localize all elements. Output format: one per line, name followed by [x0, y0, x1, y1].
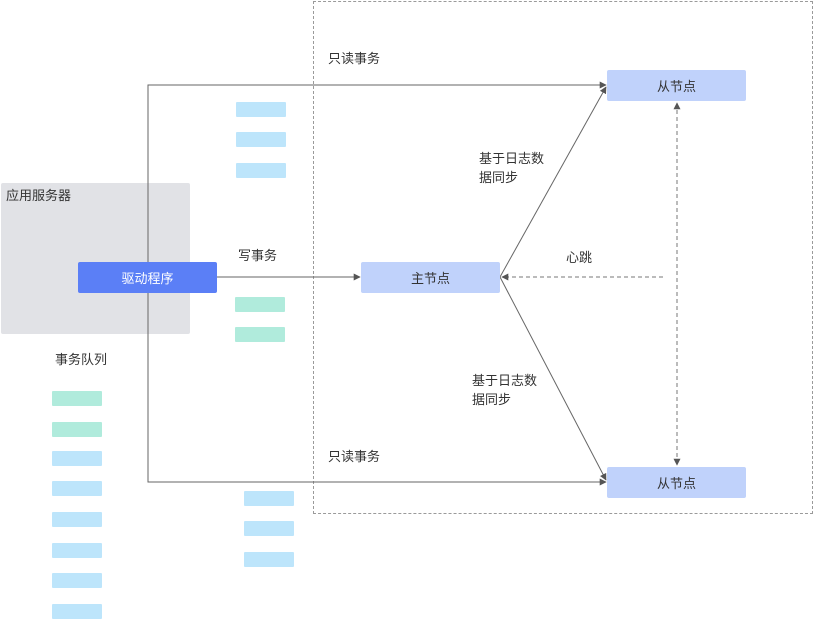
- queue-item-read: [52, 512, 102, 527]
- queue-item-read: [52, 604, 102, 619]
- transaction-block-read: [236, 132, 286, 147]
- app-server-container: [1, 183, 190, 334]
- read-edge-top: [147, 81, 607, 262]
- transaction-block-read: [244, 491, 294, 506]
- transaction-block-write: [235, 327, 285, 342]
- queue-item-read: [52, 451, 102, 466]
- read-edge-bottom: [147, 293, 607, 486]
- replica-node-bottom: 从节点: [607, 467, 746, 498]
- sync-edge-top: [499, 86, 607, 278]
- sync-label-bottom-line2: 据同步: [472, 393, 512, 408]
- read-label-top: 只读事务: [328, 52, 381, 67]
- transaction-block-read: [236, 102, 286, 117]
- primary-node: 主节点: [361, 262, 500, 293]
- read-label-bottom: 只读事务: [328, 450, 381, 465]
- transaction-block-read: [244, 552, 294, 567]
- queue-label: 事务队列: [55, 353, 108, 368]
- app-server-label: 应用服务器: [6, 189, 72, 204]
- heartbeat-label: 心跳: [566, 251, 593, 266]
- queue-item-write: [52, 391, 102, 406]
- driver-node: 驱动程序: [78, 262, 217, 293]
- replica-node-top: 从节点: [607, 70, 746, 101]
- write-label: 写事务: [238, 249, 278, 264]
- transaction-block-read: [236, 163, 286, 178]
- sync-label-top: 基于日志数 据同步: [479, 150, 544, 188]
- transaction-block-write: [235, 297, 285, 312]
- sync-label-bottom-line1: 基于日志数: [472, 374, 538, 389]
- sync-edge-bottom: [499, 276, 607, 481]
- queue-item-write: [52, 422, 102, 437]
- sync-label-bottom: 基于日志数 据同步: [472, 372, 537, 410]
- database-cluster-boundary: [313, 1, 813, 514]
- sync-label-top-line2: 据同步: [479, 171, 519, 186]
- queue-item-read: [52, 481, 102, 496]
- transaction-block-read: [244, 521, 294, 536]
- queue-item-read: [52, 543, 102, 558]
- sync-label-top-line1: 基于日志数: [479, 152, 545, 167]
- queue-item-read: [52, 573, 102, 588]
